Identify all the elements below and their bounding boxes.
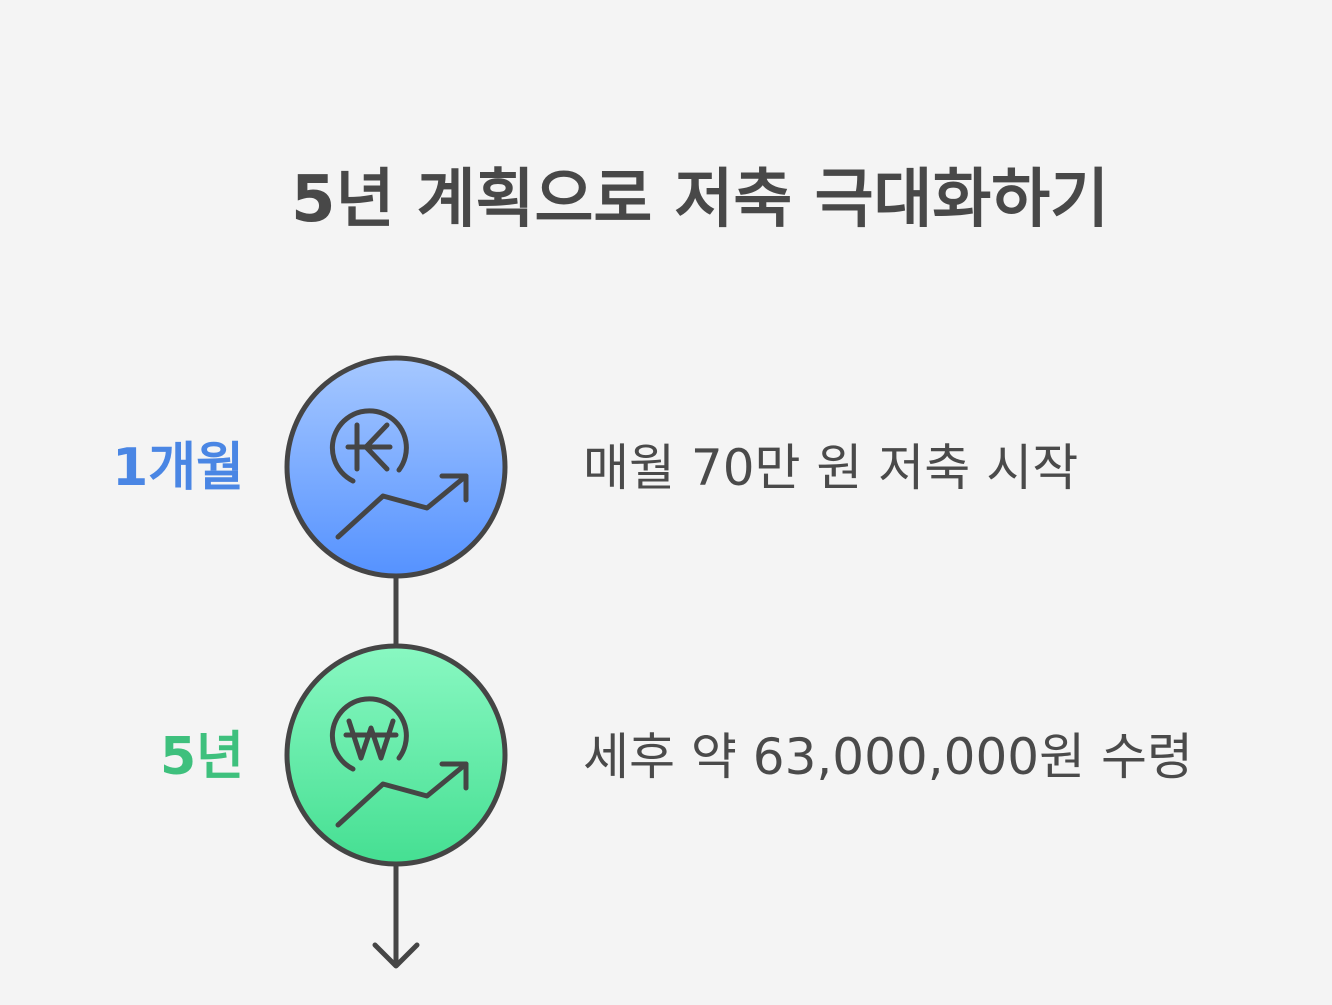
step-1-node — [284, 355, 508, 579]
coin-growth-icon — [329, 408, 469, 540]
arrow-head-icon — [372, 942, 420, 969]
step-2-label: 5년 — [159, 727, 244, 787]
step-1-circle — [284, 355, 508, 579]
step-2-circle — [284, 643, 508, 867]
step-1-description: 매월 70만 원 저축 시작 — [583, 439, 1079, 497]
won-growth-icon — [329, 696, 469, 828]
step-2-node — [284, 643, 508, 867]
page-title: 5년 계획으로 저축 극대화하기 — [291, 163, 1109, 237]
step-2-description: 세후 약 63,000,000원 수령 — [583, 728, 1193, 786]
step-1-label: 1개월 — [112, 438, 244, 498]
